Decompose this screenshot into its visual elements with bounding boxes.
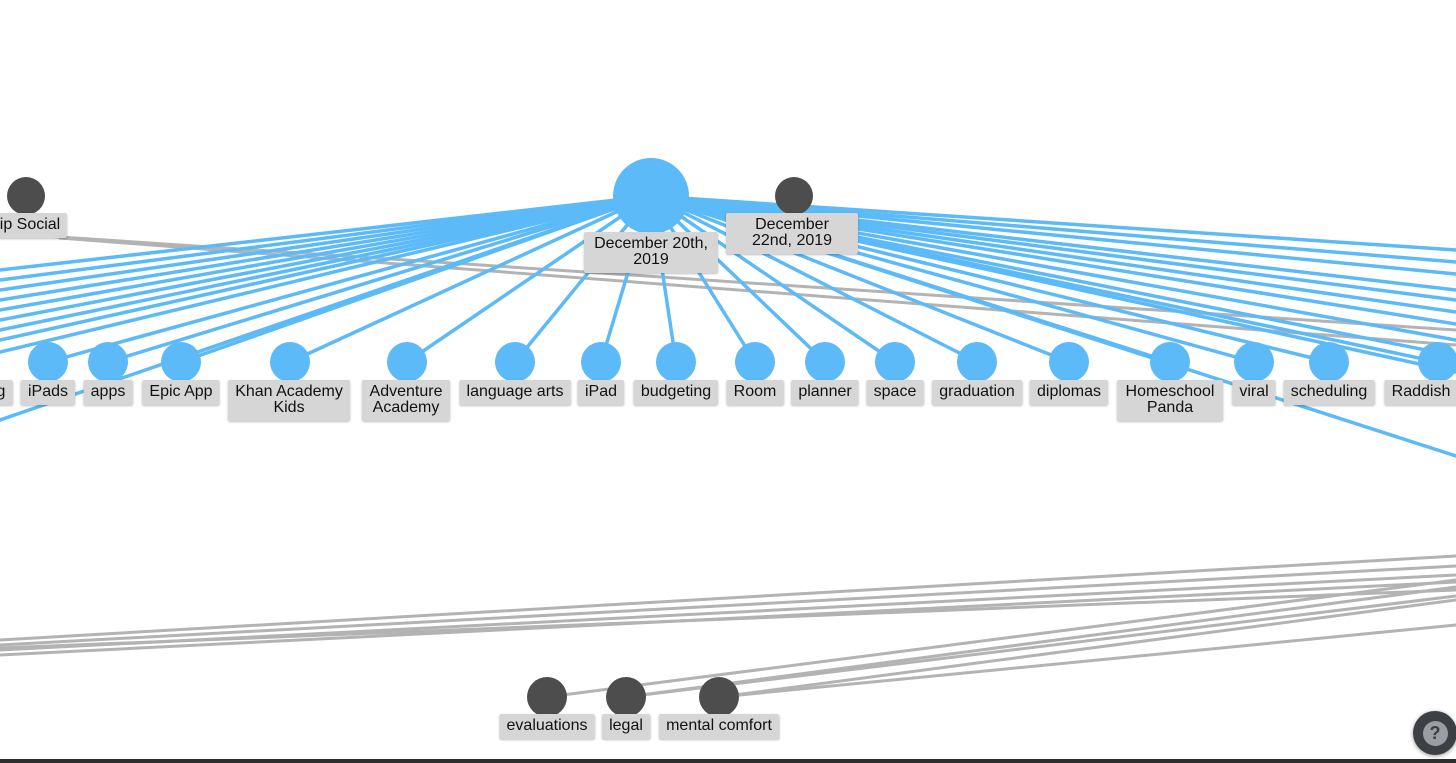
graph-edge bbox=[649, 194, 979, 364]
label-adventure[interactable]: Adventure Academy bbox=[362, 380, 450, 421]
graph-edge bbox=[545, 578, 1456, 699]
graph-edge bbox=[106, 194, 653, 364]
graph-edge bbox=[0, 564, 1456, 647]
label-scheduling[interactable]: scheduling bbox=[1283, 380, 1375, 405]
question-mark-icon: ? bbox=[1422, 720, 1448, 746]
label-graduation[interactable]: graduation bbox=[932, 380, 1022, 405]
label-room[interactable]: Room bbox=[726, 380, 784, 405]
label-panda[interactable]: Homeschool Panda bbox=[1117, 380, 1223, 421]
graph-node[interactable] bbox=[875, 342, 915, 382]
label-apps[interactable]: apps bbox=[83, 380, 133, 405]
graph-edge bbox=[717, 623, 1456, 699]
graph-edge bbox=[649, 194, 1071, 364]
label-diplomas[interactable]: diplomas bbox=[1029, 380, 1109, 405]
graph-node[interactable] bbox=[1049, 342, 1089, 382]
label-evaluations[interactable]: evaluations bbox=[499, 714, 595, 739]
graph-node[interactable] bbox=[699, 677, 739, 717]
graph-node[interactable] bbox=[270, 342, 310, 382]
graph-node[interactable] bbox=[1418, 342, 1456, 382]
graph-node[interactable] bbox=[957, 342, 997, 382]
label-social[interactable]: ip Social bbox=[0, 213, 68, 238]
graph-edge bbox=[649, 194, 827, 364]
graph-node[interactable] bbox=[527, 677, 567, 717]
label-space[interactable]: space bbox=[866, 380, 924, 405]
graph-node[interactable] bbox=[28, 342, 68, 382]
graph-edge bbox=[0, 588, 1456, 650]
label-legal[interactable]: legal bbox=[602, 714, 650, 739]
label-mental[interactable]: mental comfort bbox=[659, 714, 779, 739]
label-ipads[interactable]: iPads bbox=[20, 380, 76, 405]
help-button[interactable]: ? bbox=[1413, 711, 1456, 755]
label-g[interactable]: g bbox=[0, 380, 13, 405]
graph-node[interactable] bbox=[775, 177, 813, 215]
label-viral[interactable]: viral bbox=[1232, 380, 1276, 405]
graph-node[interactable] bbox=[1150, 342, 1190, 382]
graph-node[interactable] bbox=[805, 342, 845, 382]
label-dec22[interactable]: December 22nd, 2019 bbox=[726, 213, 858, 254]
graph-node[interactable] bbox=[656, 342, 696, 382]
graph-node[interactable] bbox=[735, 342, 775, 382]
graph-edge bbox=[288, 194, 653, 364]
graph-edge bbox=[717, 598, 1456, 699]
graph-edge bbox=[0, 194, 653, 354]
graph-node[interactable] bbox=[387, 342, 427, 382]
graph-node[interactable] bbox=[581, 342, 621, 382]
label-planner[interactable]: planner bbox=[791, 380, 859, 405]
graph-node[interactable] bbox=[7, 177, 45, 215]
graph-node[interactable] bbox=[606, 677, 646, 717]
graph-edge bbox=[649, 194, 897, 364]
graph-node[interactable] bbox=[613, 158, 689, 234]
label-epic[interactable]: Epic App bbox=[142, 380, 220, 405]
label-hub[interactable]: December 20th, 2019 bbox=[584, 232, 718, 273]
graph-edge bbox=[624, 594, 1456, 699]
graph-edge bbox=[58, 236, 1456, 347]
graph-node[interactable] bbox=[495, 342, 535, 382]
graph-node[interactable] bbox=[1309, 342, 1349, 382]
graph-edge bbox=[46, 194, 653, 364]
graph-node[interactable] bbox=[161, 342, 201, 382]
label-raddish[interactable]: Raddish bbox=[1384, 380, 1456, 405]
graph-edge bbox=[0, 194, 653, 342]
graph-node[interactable] bbox=[1234, 342, 1274, 382]
graph-edge bbox=[405, 194, 653, 364]
bottom-edge-bar bbox=[0, 759, 1456, 763]
label-khan[interactable]: Khan Academy Kids bbox=[228, 380, 350, 421]
graph-node[interactable] bbox=[88, 342, 128, 382]
label-ipad[interactable]: iPad bbox=[577, 380, 625, 405]
label-budgeting[interactable]: budgeting bbox=[633, 380, 719, 405]
label-langarts[interactable]: language arts bbox=[459, 380, 571, 405]
graph-edge bbox=[0, 554, 1456, 642]
